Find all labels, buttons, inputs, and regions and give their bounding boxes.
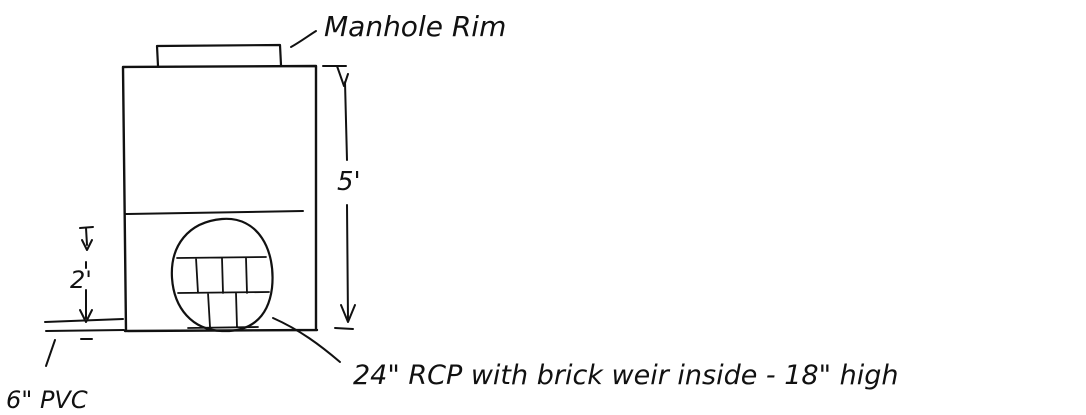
depth-label: 5' bbox=[337, 167, 361, 197]
pvc-pipe bbox=[44, 318, 125, 340]
pipe-height-label: 2' bbox=[70, 266, 92, 294]
pvc-label: 6" PVC bbox=[6, 386, 88, 414]
rcp-leader bbox=[272, 317, 341, 363]
rim-leader bbox=[290, 30, 317, 48]
rcp-label: 24" RCP with brick weir inside - 18" hig… bbox=[353, 360, 898, 391]
interior-line bbox=[125, 210, 304, 215]
brick-weir bbox=[176, 256, 270, 329]
rcp-pipe-oval bbox=[170, 217, 274, 333]
manhole-rim bbox=[155, 43, 283, 68]
pipe-height-dimension bbox=[79, 226, 94, 323]
depth-dimension bbox=[322, 65, 356, 330]
manhole-body bbox=[121, 64, 319, 333]
rim-label: Manhole Rim bbox=[324, 10, 506, 43]
pvc-leader bbox=[45, 339, 56, 367]
